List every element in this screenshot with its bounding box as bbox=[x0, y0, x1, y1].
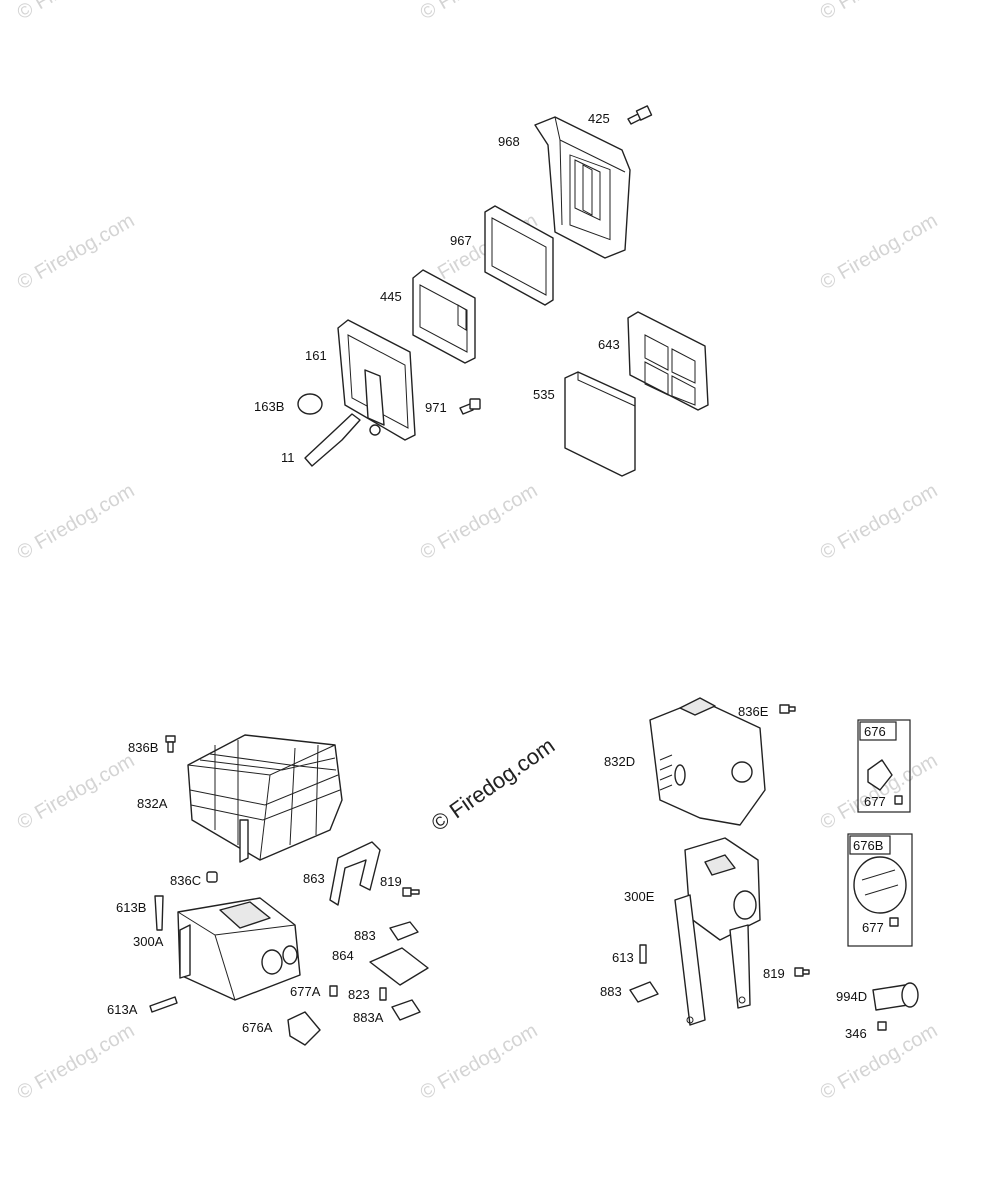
label-819b: 819 bbox=[763, 966, 785, 981]
part-968-cover bbox=[534, 116, 631, 259]
part-836B-bolt bbox=[165, 735, 176, 753]
part-823-screw bbox=[379, 987, 387, 1001]
part-300E-muffler bbox=[674, 837, 761, 1026]
watermark: © Firedog.com bbox=[14, 0, 139, 24]
part-613B-stud bbox=[154, 895, 164, 931]
part-676A-deflector bbox=[287, 1011, 321, 1046]
watermark: © Firedog.com bbox=[14, 1020, 139, 1105]
label-300A: 300A bbox=[133, 934, 164, 949]
part-445-precleaner bbox=[412, 269, 476, 364]
label-163B: 163B bbox=[254, 399, 284, 414]
part-994D-pipe bbox=[872, 982, 919, 1011]
label-425: 425 bbox=[588, 111, 610, 126]
labels: 425 968 967 445 161 643 163B 971 535 11 … bbox=[107, 111, 886, 1041]
label-677A: 677A bbox=[290, 984, 321, 999]
label-676A: 676A bbox=[242, 1020, 273, 1035]
part-967-filter bbox=[484, 205, 554, 306]
label-836B: 836B bbox=[128, 740, 158, 755]
label-677b: 677 bbox=[862, 920, 884, 935]
part-346-screw bbox=[877, 1021, 887, 1031]
part-836E-bolt bbox=[779, 704, 796, 714]
watermark: © Firedog.com bbox=[14, 210, 139, 295]
muffler-a-group bbox=[149, 734, 429, 1046]
watermark: © Firedog.com bbox=[417, 480, 542, 565]
part-836C-nut bbox=[206, 871, 218, 883]
label-883b: 883 bbox=[600, 984, 622, 999]
part-883-gasket bbox=[389, 921, 419, 941]
watermark: © Firedog.com bbox=[817, 480, 942, 565]
muffler-e-group bbox=[629, 697, 919, 1031]
part-11-tube bbox=[304, 413, 361, 467]
air-cleaner-group bbox=[297, 105, 709, 477]
label-836E: 836E bbox=[738, 704, 769, 719]
label-832D: 832D bbox=[604, 754, 635, 769]
inset-676 bbox=[857, 719, 911, 813]
part-883A-gasket bbox=[391, 999, 421, 1021]
part-613A-stud bbox=[149, 996, 178, 1013]
label-11: 11 bbox=[281, 450, 295, 465]
part-643-grid bbox=[627, 311, 709, 411]
watermark: © Firedog.com bbox=[14, 480, 139, 565]
label-836C: 836C bbox=[170, 873, 201, 888]
part-425-screw bbox=[627, 105, 653, 125]
label-994D: 994D bbox=[836, 989, 867, 1004]
center-watermark: © Firedog.com bbox=[427, 733, 560, 836]
part-161-base bbox=[337, 319, 416, 441]
part-832A-guard bbox=[187, 734, 343, 863]
label-823: 823 bbox=[348, 987, 370, 1002]
part-163B-gasket bbox=[297, 393, 323, 415]
label-346: 346 bbox=[845, 1026, 867, 1041]
part-819-screw bbox=[402, 887, 420, 897]
watermark: © Firedog.com bbox=[417, 1020, 542, 1105]
inset-676B bbox=[847, 833, 913, 947]
part-819b-screw bbox=[794, 967, 810, 977]
label-613B: 613B bbox=[116, 900, 146, 915]
part-535-filter bbox=[564, 371, 636, 477]
label-863: 863 bbox=[303, 871, 325, 886]
label-819a: 819 bbox=[380, 874, 402, 889]
label-676: 676 bbox=[864, 724, 886, 739]
part-300A-muffler bbox=[177, 897, 301, 1001]
label-968: 968 bbox=[498, 134, 520, 149]
watermark: © Firedog.com bbox=[417, 0, 542, 24]
label-445: 445 bbox=[380, 289, 402, 304]
label-883a: 883 bbox=[354, 928, 376, 943]
label-883A: 883A bbox=[353, 1010, 384, 1025]
label-161: 161 bbox=[305, 348, 327, 363]
label-967: 967 bbox=[450, 233, 472, 248]
part-613-stud bbox=[639, 944, 647, 964]
part-971-screw bbox=[459, 398, 481, 415]
part-883b-gasket bbox=[629, 981, 659, 1003]
label-676B: 676B bbox=[853, 838, 883, 853]
part-864-plate bbox=[369, 947, 429, 986]
part-832D-guard bbox=[649, 697, 766, 826]
watermark: © Firedog.com bbox=[817, 1020, 942, 1105]
label-677a: 677 bbox=[864, 794, 886, 809]
watermark: © Firedog.com bbox=[14, 750, 139, 835]
label-971: 971 bbox=[425, 400, 447, 415]
watermark: © Firedog.com bbox=[817, 210, 942, 295]
watermark: © Firedog.com bbox=[817, 0, 942, 24]
label-643: 643 bbox=[598, 337, 620, 352]
label-535: 535 bbox=[533, 387, 555, 402]
label-613: 613 bbox=[612, 950, 634, 965]
part-863-bracket bbox=[329, 841, 381, 906]
part-677A-screw bbox=[329, 985, 338, 997]
label-300E: 300E bbox=[624, 889, 655, 904]
label-864: 864 bbox=[332, 948, 354, 963]
label-613A: 613A bbox=[107, 1002, 138, 1017]
label-832A: 832A bbox=[137, 796, 168, 811]
